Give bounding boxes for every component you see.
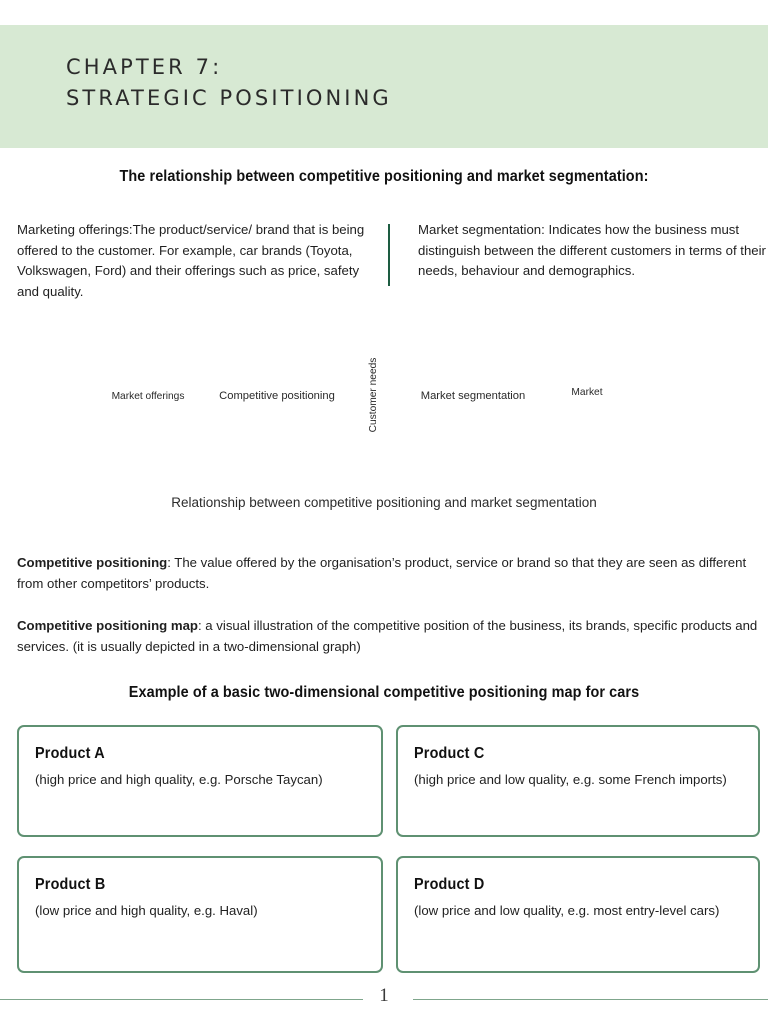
product-box-description: (low price and low quality, e.g. most en… xyxy=(414,903,720,918)
product-box-title: Product A xyxy=(35,745,105,762)
page-footer: 1 xyxy=(0,985,768,1015)
venn-diagram-caption: Relationship between competitive positio… xyxy=(171,495,597,510)
definition-separator: : xyxy=(197,618,206,633)
intro-text-market-segmentation: Market segmentation: Indicates how the b… xyxy=(418,222,766,278)
footer-rule-left xyxy=(0,999,363,1000)
page-title: CHAPTER 7: STRATEGIC POSITIONING xyxy=(66,55,392,110)
definition-body: The value offered by the organisation’s … xyxy=(17,555,747,591)
definition-competitive-positioning: Competitive positioning: The value offer… xyxy=(17,552,768,594)
product-box-d: Product D (low price and low quality, e.… xyxy=(396,856,760,973)
product-box-description: (high price and high quality, e.g. Porsc… xyxy=(35,772,323,787)
product-box-b: Product B (low price and high quality, e… xyxy=(17,856,383,973)
venn-label-competitive-positioning: Competitive positioning xyxy=(219,390,335,402)
product-box-title: Product C xyxy=(414,745,485,762)
section-heading-example: Example of a basic two-dimensional compe… xyxy=(128,684,640,701)
footer-rule-right xyxy=(413,999,768,1000)
product-box-a: Product A (high price and high quality, … xyxy=(17,725,383,837)
section-heading-relationship: The relationship between competitive pos… xyxy=(119,168,649,185)
page-number: 1 xyxy=(379,985,389,1006)
column-divider xyxy=(388,224,390,286)
intro-text-marketing-offerings: Marketing offerings:The product/service/… xyxy=(17,222,365,299)
definition-competitive-positioning-map: Competitive positioning map: a visual il… xyxy=(17,615,768,657)
definition-body: a visual illustration of the competitive… xyxy=(17,618,758,654)
venn-diagram: Market offerings Competitive positioning… xyxy=(0,295,768,495)
venn-label-market: Market xyxy=(571,387,602,398)
chapter-header-band xyxy=(0,25,768,148)
product-box-title: Product B xyxy=(35,876,106,893)
venn-label-customer-needs: Customer needs xyxy=(368,358,379,433)
venn-label-market-segmentation: Market segmentation xyxy=(421,390,525,402)
definition-separator: : xyxy=(167,555,175,570)
product-box-description: (low price and high quality, e.g. Haval) xyxy=(35,903,258,918)
venn-label-market-offerings: Market offerings xyxy=(112,391,185,402)
definition-term: Competitive positioning map xyxy=(17,618,198,633)
product-box-c: Product C (high price and low quality, e… xyxy=(396,725,760,837)
definition-term: Competitive positioning xyxy=(17,555,168,570)
product-box-description: (high price and low quality, e.g. some F… xyxy=(414,772,727,787)
product-box-title: Product D xyxy=(414,876,485,893)
